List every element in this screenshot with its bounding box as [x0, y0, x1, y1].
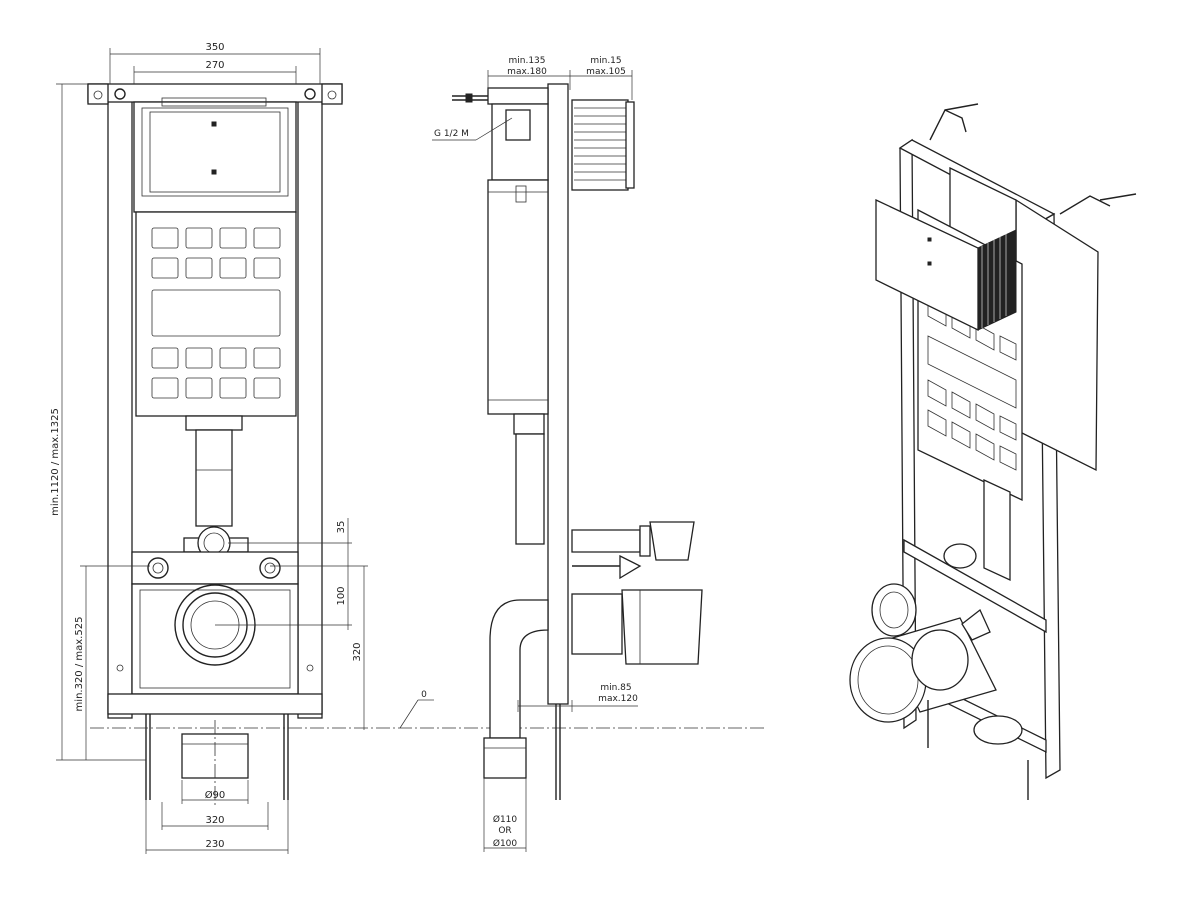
dim-wall-min: min.85 [600, 683, 631, 693]
dim-depth-left-min: min.135 [508, 56, 545, 66]
dim-35: 35 [336, 521, 347, 534]
front-view: 350 270 min.1120 / max.1325 min.320 / ma… [50, 42, 368, 854]
dim-depth-right-max: max.105 [586, 67, 626, 77]
dim-feet-outer: 230 [205, 839, 224, 850]
cistern-grid-top [151, 227, 281, 279]
dim-outlet-height: min.320 / max.525 [74, 617, 85, 712]
dim-350: 350 [205, 42, 224, 53]
pipe-diameter-1: Ø110 [493, 814, 518, 825]
side-view: min.135 max.180 min.15 max.105 G 1/2 M 0… [399, 56, 703, 852]
pipe-diameter-2: Ø100 [493, 838, 518, 849]
dim-100: 100 [336, 586, 347, 605]
iso-ribs [981, 234, 1007, 328]
dim-320-vertical: 320 [352, 642, 363, 661]
dim-depth-left-max: max.180 [507, 67, 547, 77]
cistern-grid-bottom [151, 347, 281, 399]
dim-270: 270 [205, 60, 224, 71]
thread-label: G 1/2 M [434, 129, 469, 139]
floor-label: 0 [421, 690, 427, 700]
flush-ribs [574, 107, 626, 181]
dim-depth-right-min: min.15 [590, 56, 621, 66]
isometric-view [849, 103, 1137, 800]
dim-wall-max: max.120 [598, 694, 638, 704]
dim-drain-diameter: Ø90 [205, 789, 226, 801]
dim-feet-inner: 320 [205, 815, 224, 826]
pipe-or: OR [498, 826, 511, 836]
dim-overall-height: min.1120 / max.1325 [50, 408, 61, 516]
